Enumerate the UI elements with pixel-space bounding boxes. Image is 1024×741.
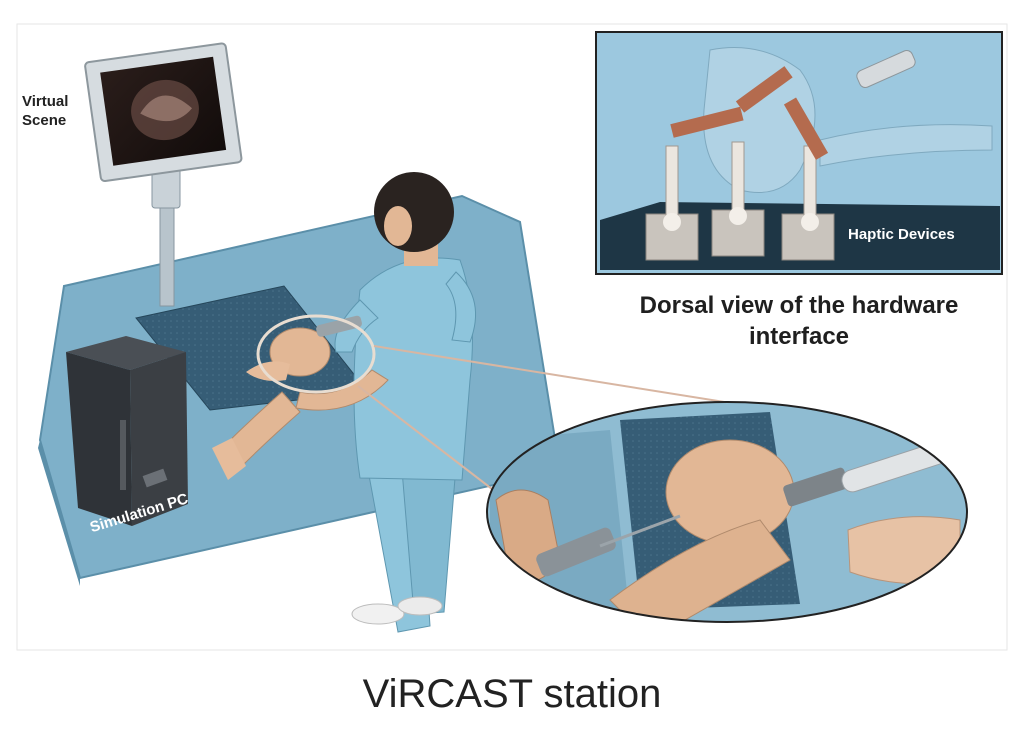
zoom-detail-view bbox=[486, 401, 968, 623]
dorsal-view-caption: Dorsal view of the hardware interface bbox=[639, 292, 959, 350]
haptic-devices-label: Haptic Devices bbox=[848, 226, 955, 243]
figure-caption: ViRCAST station bbox=[362, 672, 662, 716]
virtual-scene-label: Virtual Scene bbox=[22, 93, 69, 129]
clinician-figure bbox=[295, 172, 476, 633]
dorsal-view-inset bbox=[595, 31, 1003, 275]
haptic-device-2 bbox=[711, 66, 793, 257]
haptic-device-1 bbox=[645, 106, 744, 261]
simulation-pc-tower bbox=[66, 336, 188, 526]
zoom-source-ring bbox=[256, 314, 376, 394]
haptic-device-3 bbox=[781, 97, 835, 261]
needle-probe bbox=[316, 315, 362, 337]
inset-probe bbox=[856, 49, 916, 89]
zoom-connector-upper bbox=[373, 345, 763, 409]
mannequin-arm bbox=[212, 327, 331, 480]
table-edge bbox=[38, 440, 80, 586]
monitor bbox=[84, 42, 243, 183]
figure-border bbox=[16, 23, 1008, 651]
